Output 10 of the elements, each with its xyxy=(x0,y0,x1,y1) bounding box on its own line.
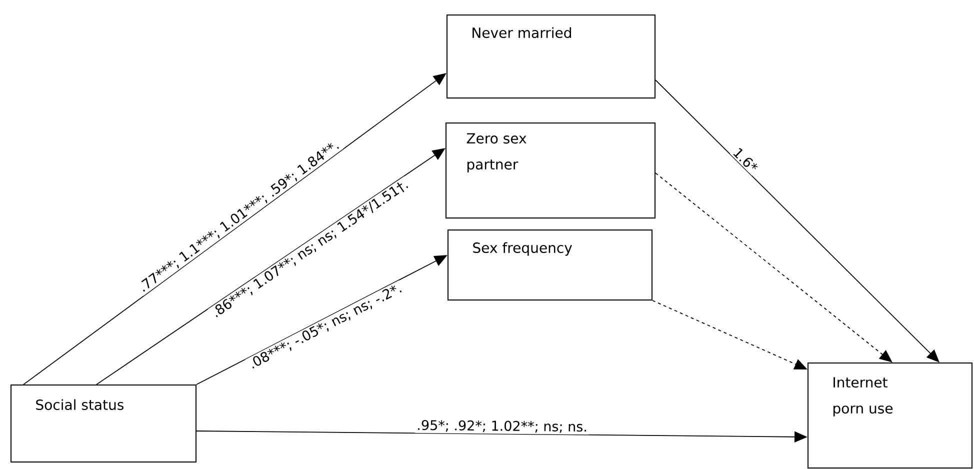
variable-box: Social status xyxy=(10,384,196,462)
arrow xyxy=(655,80,940,362)
arrow xyxy=(655,172,892,362)
variable-box: Never married xyxy=(446,14,656,98)
edge-label: .95*; .92*; 1.02**; ns; ns. xyxy=(418,420,586,433)
variable-box: Zero sex partner xyxy=(446,122,656,218)
variable-box: Sex frequency xyxy=(448,230,652,300)
arrow xyxy=(23,73,446,385)
variable-box: Internet porn use xyxy=(808,362,973,468)
edge-label: 1.6* xyxy=(733,148,758,170)
